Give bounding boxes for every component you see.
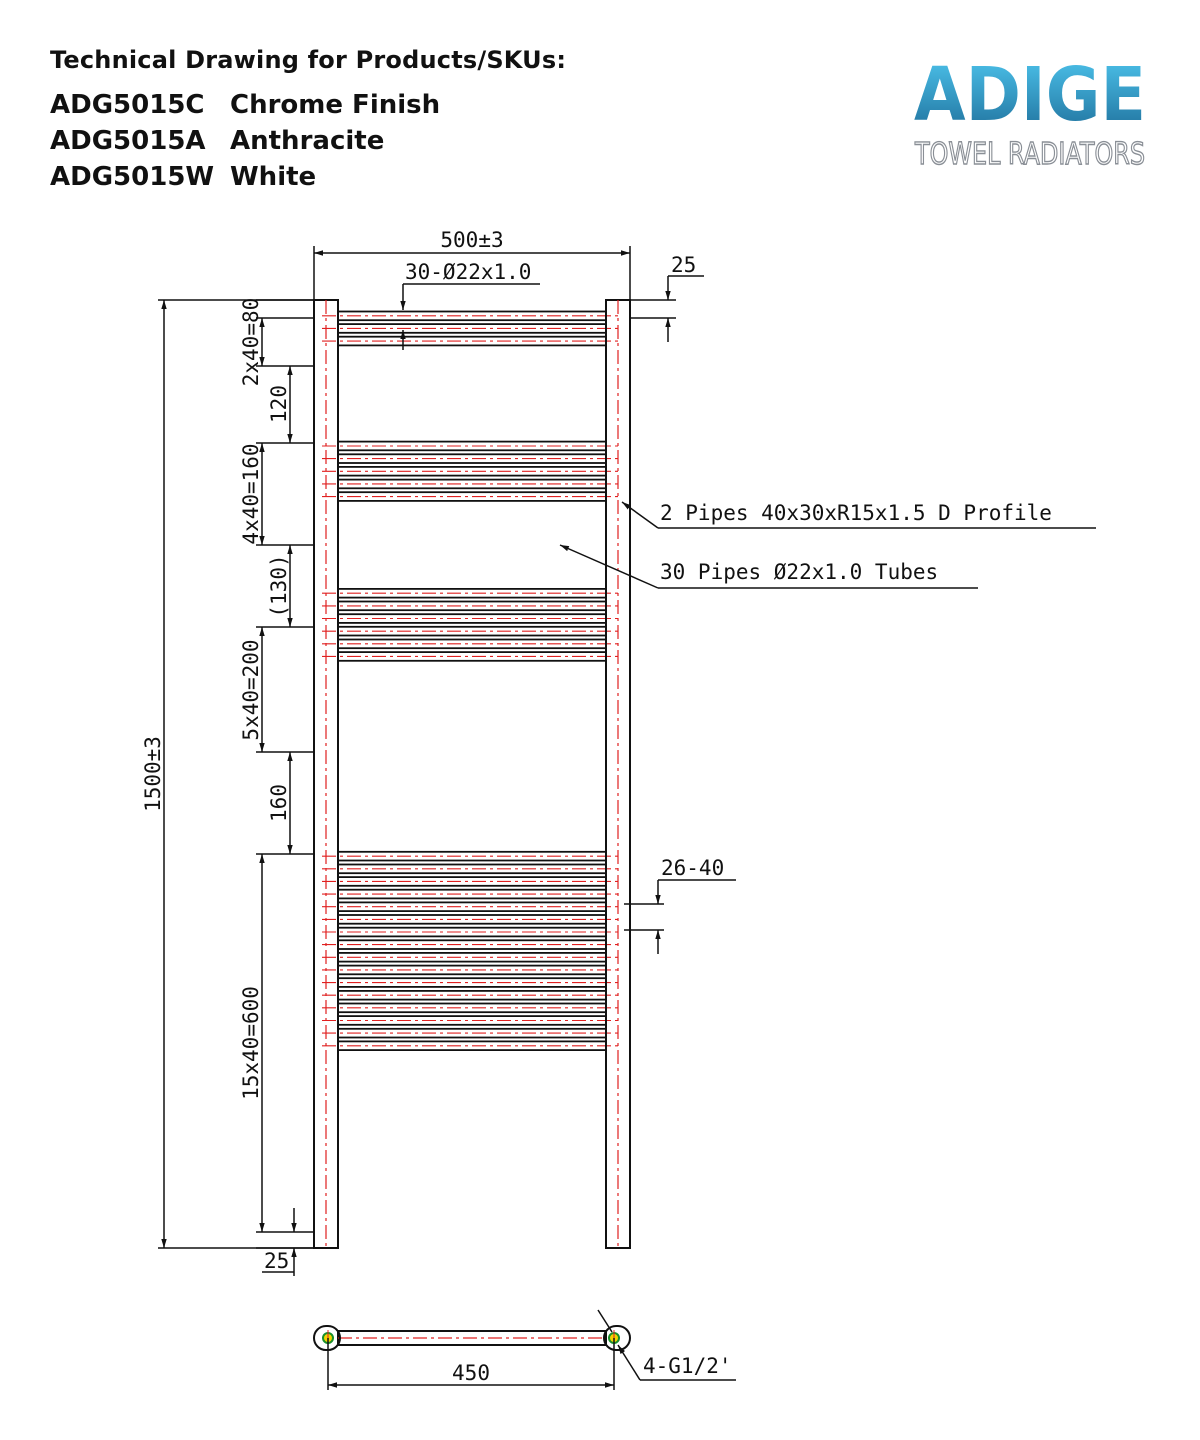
brand-logo: ADIGE TOWEL RADIATORS <box>914 52 1146 173</box>
sku-finish: Anthracite <box>230 126 385 156</box>
centers-dimension <box>327 1309 736 1390</box>
sku-finish: Chrome Finish <box>230 90 441 120</box>
logo-tagline: TOWEL RADIATORS <box>914 137 1145 172</box>
page-title: Technical Drawing for Products/SKUs: <box>50 46 567 74</box>
left-plan-column <box>313 1325 341 1351</box>
plan-view <box>313 1325 631 1351</box>
group4-label: 15x40=600 <box>239 986 263 1100</box>
wall-gap-label: 26-40 <box>661 856 724 880</box>
width-dimension <box>313 246 631 300</box>
sku-finish: White <box>230 162 317 192</box>
group2-label: 4x40=160 <box>239 443 263 544</box>
width-label: 500±3 <box>440 228 503 252</box>
connections-label: 4-G1/2' <box>643 1354 732 1378</box>
gap3-label: 160 <box>267 784 291 822</box>
gap2-label: (130) <box>267 554 291 617</box>
gap1-label: 120 <box>267 385 291 423</box>
sku-row: ADG5015C Chrome Finish <box>50 90 690 120</box>
header: Technical Drawing for Products/SKUs: ADG… <box>50 46 690 192</box>
tubes-callout: 30 Pipes Ø22x1.0 Tubes <box>660 560 938 584</box>
top-offset-label: 25 <box>671 253 696 277</box>
sku-code: ADG5015A <box>50 126 206 156</box>
callout-leaders <box>559 501 1096 589</box>
top-offset-dimension <box>630 275 704 342</box>
tube-spec-label: 30-Ø22x1.0 <box>405 260 531 284</box>
wall-gap-dimension <box>624 879 736 954</box>
height-label: 1500±3 <box>141 736 165 812</box>
logo-word: ADIGE <box>914 52 1146 138</box>
group3-label: 5x40=200 <box>239 639 263 740</box>
column-centerlines <box>325 300 619 1248</box>
sku-list: ADG5015C Chrome Finish ADG5015A Anthraci… <box>50 90 690 192</box>
sku-row: ADG5015A Anthracite <box>50 126 690 156</box>
tube-spec-leader <box>400 283 540 350</box>
sku-code: ADG5015W <box>50 162 215 192</box>
centers-label: 450 <box>452 1361 490 1385</box>
tube-rails <box>322 310 622 1052</box>
right-plan-column <box>603 1325 631 1351</box>
bottom-offset-label: 25 <box>264 1249 289 1273</box>
sku-row: ADG5015W White <box>50 162 690 192</box>
group1-label: 2x40=80 <box>239 298 263 387</box>
profile-callout: 2 Pipes 40x30xR15x1.5 D Profile <box>660 501 1052 525</box>
sku-code: ADG5015C <box>50 90 205 120</box>
group-dimensions <box>256 299 314 1276</box>
